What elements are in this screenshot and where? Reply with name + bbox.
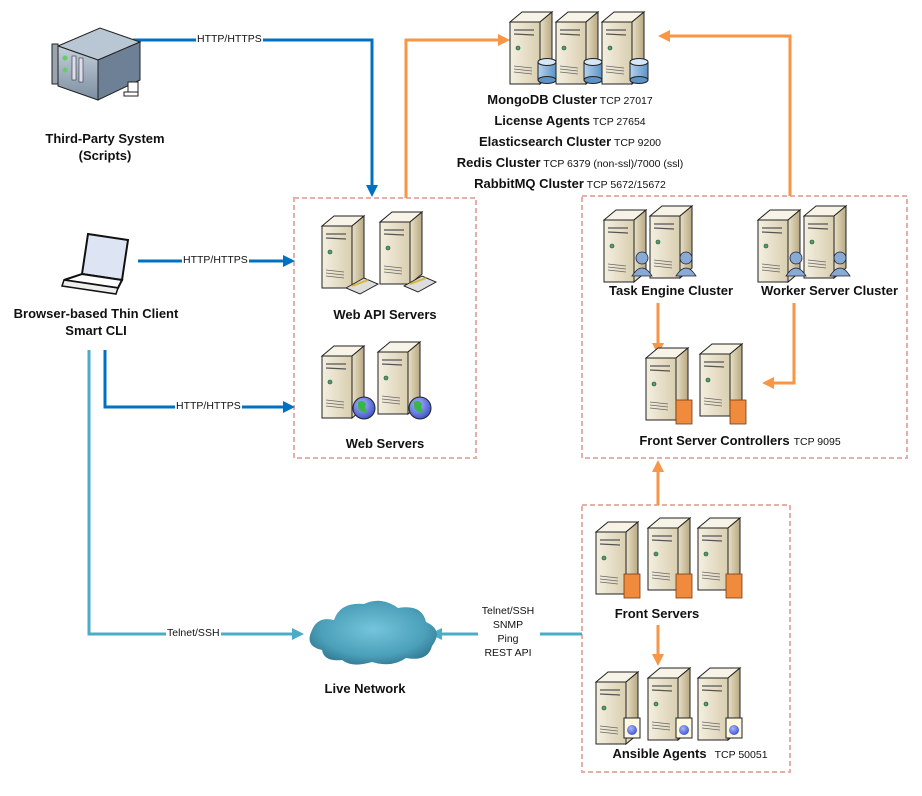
edge-worker-to-db — [658, 30, 792, 196]
edge-label-client-web-api-http: HTTP/HTTPS — [182, 254, 249, 267]
protocol-ping: Ping — [497, 633, 519, 645]
edge-client-to-network — [87, 350, 304, 640]
rack-server-icon — [51, 27, 142, 101]
service-rabbitmq: RabbitMQ Cluster TCP 5672/15672 — [474, 176, 666, 191]
edge-worker-to-controllers — [762, 303, 796, 389]
service-mongodb: MongoDB Cluster TCP 27017 — [487, 92, 653, 107]
edge-task-engine-to-controllers — [652, 303, 664, 355]
db-services-list: MongoDB Cluster TCP 27017 License Agents… — [420, 90, 720, 195]
task-engine-label: Task Engine Cluster — [608, 283, 733, 298]
edge-front-to-ansible — [652, 625, 664, 666]
third-party-label: Third-Party System (Scripts) — [20, 130, 190, 164]
front-servers-label: Front Servers — [614, 606, 700, 621]
server-with-document-globe-icon — [595, 667, 743, 745]
edge-label-agents-network: Telnet/SSH SNMP Ping REST API — [470, 604, 546, 660]
edge-label-third-party-http: HTTP/HTTPS — [196, 33, 263, 46]
live-network-label: Live Network — [324, 681, 406, 696]
web-servers-label: Web Servers — [345, 436, 425, 451]
task-engine-server-with-user-icon — [603, 205, 697, 283]
worker-server-with-user-icon — [757, 205, 851, 283]
front-controllers-port: TCP 9095 — [793, 436, 841, 448]
server-with-firewall-icon — [645, 343, 747, 425]
third-party-subtitle: (Scripts) — [78, 148, 132, 163]
server-with-api-icon — [321, 211, 438, 295]
thin-client-subtitle: Smart CLI — [65, 323, 127, 338]
thin-client-label: Browser-based Thin Client Smart CLI — [0, 305, 192, 339]
service-license-agents: License Agents TCP 27654 — [494, 113, 646, 128]
front-controllers-name: Front Server Controllers — [639, 433, 790, 448]
laptop-icon — [61, 232, 130, 295]
edge-label-client-network-ssh: Telnet/SSH — [166, 627, 221, 640]
protocol-telnet-ssh: Telnet/SSH — [481, 605, 535, 617]
front-servers-firewall-icon — [595, 517, 743, 599]
cloud-icon — [309, 600, 437, 665]
protocol-rest-api: REST API — [484, 647, 532, 659]
service-elasticsearch: Elasticsearch Cluster TCP 9200 — [478, 134, 662, 149]
edge-web-to-db — [404, 34, 510, 198]
controller-group-box — [581, 195, 908, 459]
third-party-name: Third-Party System — [45, 131, 165, 146]
service-redis: Redis Cluster TCP 6379 (non-ssl)/7000 (s… — [456, 155, 684, 170]
edge-third-party-to-web-api — [133, 38, 378, 197]
server-with-database-icon — [509, 11, 649, 85]
front-group-box — [581, 504, 791, 773]
edge-label-client-web-servers-http: HTTP/HTTPS — [175, 400, 242, 413]
ansible-agents-port: TCP 50051 — [714, 749, 768, 761]
protocol-snmp: SNMP — [492, 619, 524, 631]
ansible-agents-name: Ansible Agents — [612, 746, 707, 761]
edge-front-to-controllers — [652, 460, 664, 505]
web-group-box — [293, 197, 477, 459]
ansible-agents-label: Ansible Agents TCP 50051 — [590, 746, 790, 761]
thin-client-name: Browser-based Thin Client — [13, 306, 179, 321]
server-with-globe-icon — [321, 341, 432, 420]
web-api-label: Web API Servers — [333, 307, 437, 322]
worker-server-label: Worker Server Cluster — [760, 283, 899, 298]
